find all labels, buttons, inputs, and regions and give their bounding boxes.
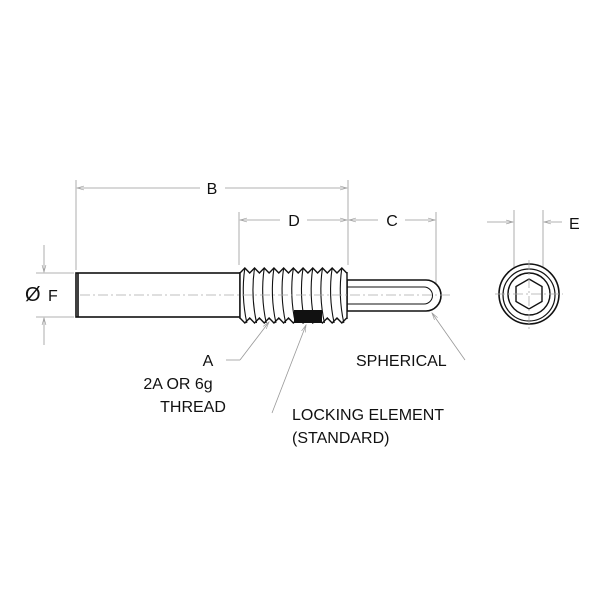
callout-spherical: SPHERICAL <box>356 313 466 370</box>
end-view <box>495 260 563 330</box>
dimension-f-label: F <box>48 288 58 305</box>
diameter-symbol: Ø <box>25 284 41 306</box>
dimension-e: E <box>487 216 580 233</box>
thread-callout-class: 2A OR 6g <box>143 376 212 393</box>
extension-lines <box>36 180 544 318</box>
dimension-e-label: E <box>569 216 580 233</box>
locking-callout-line2: (STANDARD) <box>292 430 389 447</box>
dimension-d-label: D <box>288 213 300 230</box>
thread-callout-thread: THREAD <box>160 399 226 416</box>
threaded-section <box>239 266 348 325</box>
dimension-c-label: C <box>386 213 398 230</box>
dimension-d: D <box>240 213 347 230</box>
callout-thread: A 2A OR 6g THREAD <box>143 322 269 416</box>
dimension-b: B <box>77 181 347 198</box>
dimension-b-label: B <box>207 181 218 198</box>
spherical-callout: SPHERICAL <box>356 353 447 370</box>
dimension-c: C <box>349 213 435 230</box>
thread-callout-a: A <box>203 353 214 370</box>
locking-callout-line1: LOCKING ELEMENT <box>292 407 444 424</box>
plunger-body <box>75 266 450 325</box>
callout-locking: LOCKING ELEMENT (STANDARD) <box>271 325 444 447</box>
dimension-f: Ø F <box>25 245 58 345</box>
locking-element <box>294 310 322 323</box>
